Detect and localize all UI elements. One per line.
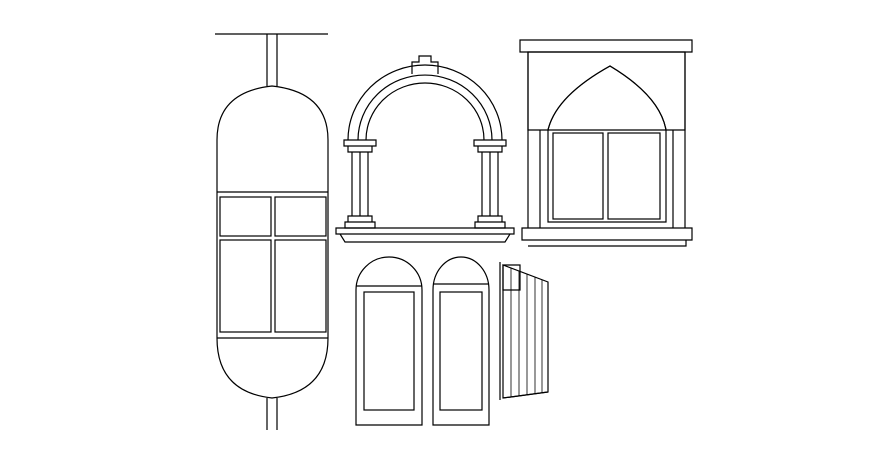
grille-frame xyxy=(499,262,549,400)
lattice-shutter xyxy=(552,132,604,220)
arched-opening xyxy=(335,55,515,243)
gothic-window xyxy=(519,39,693,247)
arch-sill xyxy=(335,227,515,243)
capsule-window xyxy=(215,33,329,430)
door-outline xyxy=(355,256,423,426)
arch-mid xyxy=(357,74,493,141)
hanging-rod xyxy=(266,34,278,86)
lattice-pane xyxy=(274,196,327,237)
grille-bars xyxy=(510,268,543,397)
door-outline xyxy=(432,256,490,426)
right-column-capital xyxy=(473,139,507,153)
lattice-pane xyxy=(219,239,272,333)
lattice-pane xyxy=(219,196,272,237)
capsule-outline xyxy=(216,85,329,399)
lattice-pane xyxy=(274,239,327,333)
left-column-base xyxy=(344,215,376,229)
cornice xyxy=(519,39,693,53)
hex-door-left xyxy=(355,256,423,426)
window-frame xyxy=(547,129,667,223)
right-column-base xyxy=(474,215,506,229)
left-column-capital xyxy=(343,139,377,153)
hex-door-right xyxy=(432,256,490,426)
wall-right-edge xyxy=(672,52,686,228)
wall-left-edge xyxy=(527,52,541,228)
pointed-arch xyxy=(547,65,667,131)
left-column-shaft xyxy=(351,152,369,216)
grille-face xyxy=(502,264,549,399)
window-sill xyxy=(521,227,693,247)
hanging-rod-bottom xyxy=(266,398,278,430)
hex-panel xyxy=(439,291,483,411)
arch-inner xyxy=(365,82,485,141)
perspective-grille xyxy=(499,262,549,400)
hex-panel xyxy=(363,291,415,411)
right-column-shaft xyxy=(481,152,499,216)
keystone xyxy=(411,55,439,74)
arch-outer xyxy=(347,64,503,141)
grille-top-box xyxy=(502,264,521,291)
lattice-shutter xyxy=(607,132,661,220)
